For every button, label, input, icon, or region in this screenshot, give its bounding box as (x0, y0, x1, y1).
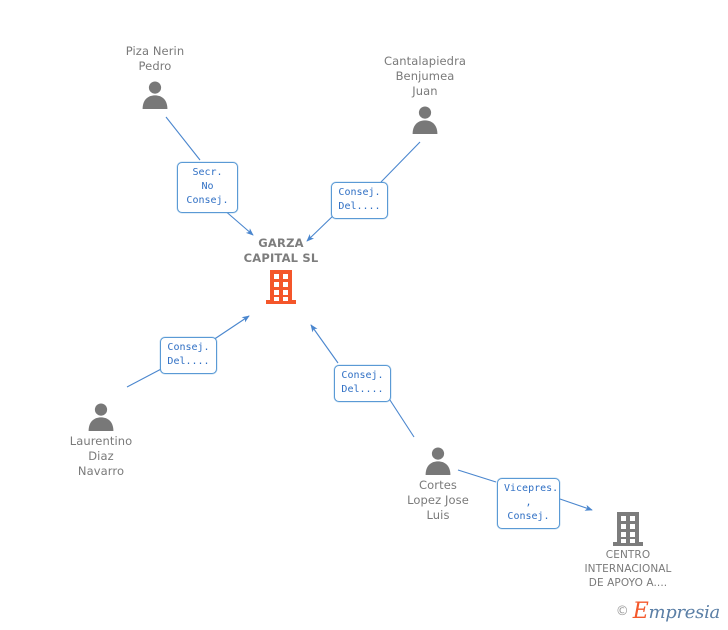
edge-label-vicepresidente-consejero[interactable]: Vicepres. , Consej. (497, 478, 560, 529)
empresia-logo-text: Empresia (632, 599, 721, 624)
node-cantalapiedra-benjumea-juan[interactable]: Cantalapiedra Benjumea Juan (350, 54, 500, 135)
person-icon (142, 81, 168, 109)
empresia-watermark: © Empresia (615, 599, 721, 624)
person-icon (88, 403, 114, 431)
person-icon (425, 447, 451, 475)
node-garza-capital-sl[interactable]: GARZA CAPITAL SL (206, 236, 356, 304)
node-centro-internacional-de-apoyo[interactable]: CENTRO INTERNACIONAL DE APOYO A.... (553, 512, 703, 590)
node-label: CENTRO INTERNACIONAL DE APOYO A.... (584, 549, 672, 589)
copyright-icon: © (615, 604, 629, 619)
node-label: Cantalapiedra Benjumea Juan (383, 54, 467, 98)
edge-label-consejero-delegado-cantalapiedra[interactable]: Consej. Del.... (331, 182, 388, 219)
edge-label-consejero-delegado-laurentino[interactable]: Consej. Del.... (160, 337, 217, 374)
building-icon (266, 270, 296, 304)
node-piza-nerin-pedro[interactable]: Piza Nerin Pedro (80, 44, 230, 110)
node-label: Cortes Lopez Jose Luis (407, 478, 469, 522)
node-label: Piza Nerin Pedro (125, 44, 185, 73)
node-label: Laurentino Diaz Navarro (69, 434, 133, 478)
edge-label-secretario-no-consejero[interactable]: Secr. No Consej. (177, 162, 238, 213)
person-icon (412, 106, 438, 134)
node-cortes-lopez-jose-luis[interactable]: Cortes Lopez Jose Luis (363, 444, 513, 523)
node-label: GARZA CAPITAL SL (243, 236, 319, 265)
building-icon (613, 512, 643, 546)
node-laurentino-diaz-navarro[interactable]: Laurentino Diaz Navarro (26, 400, 176, 479)
edge-label-consejero-delegado-cortes[interactable]: Consej. Del.... (334, 365, 391, 402)
empresia-logo-initial: E (632, 599, 649, 624)
empresia-logo-rest: mpresia (648, 602, 721, 623)
